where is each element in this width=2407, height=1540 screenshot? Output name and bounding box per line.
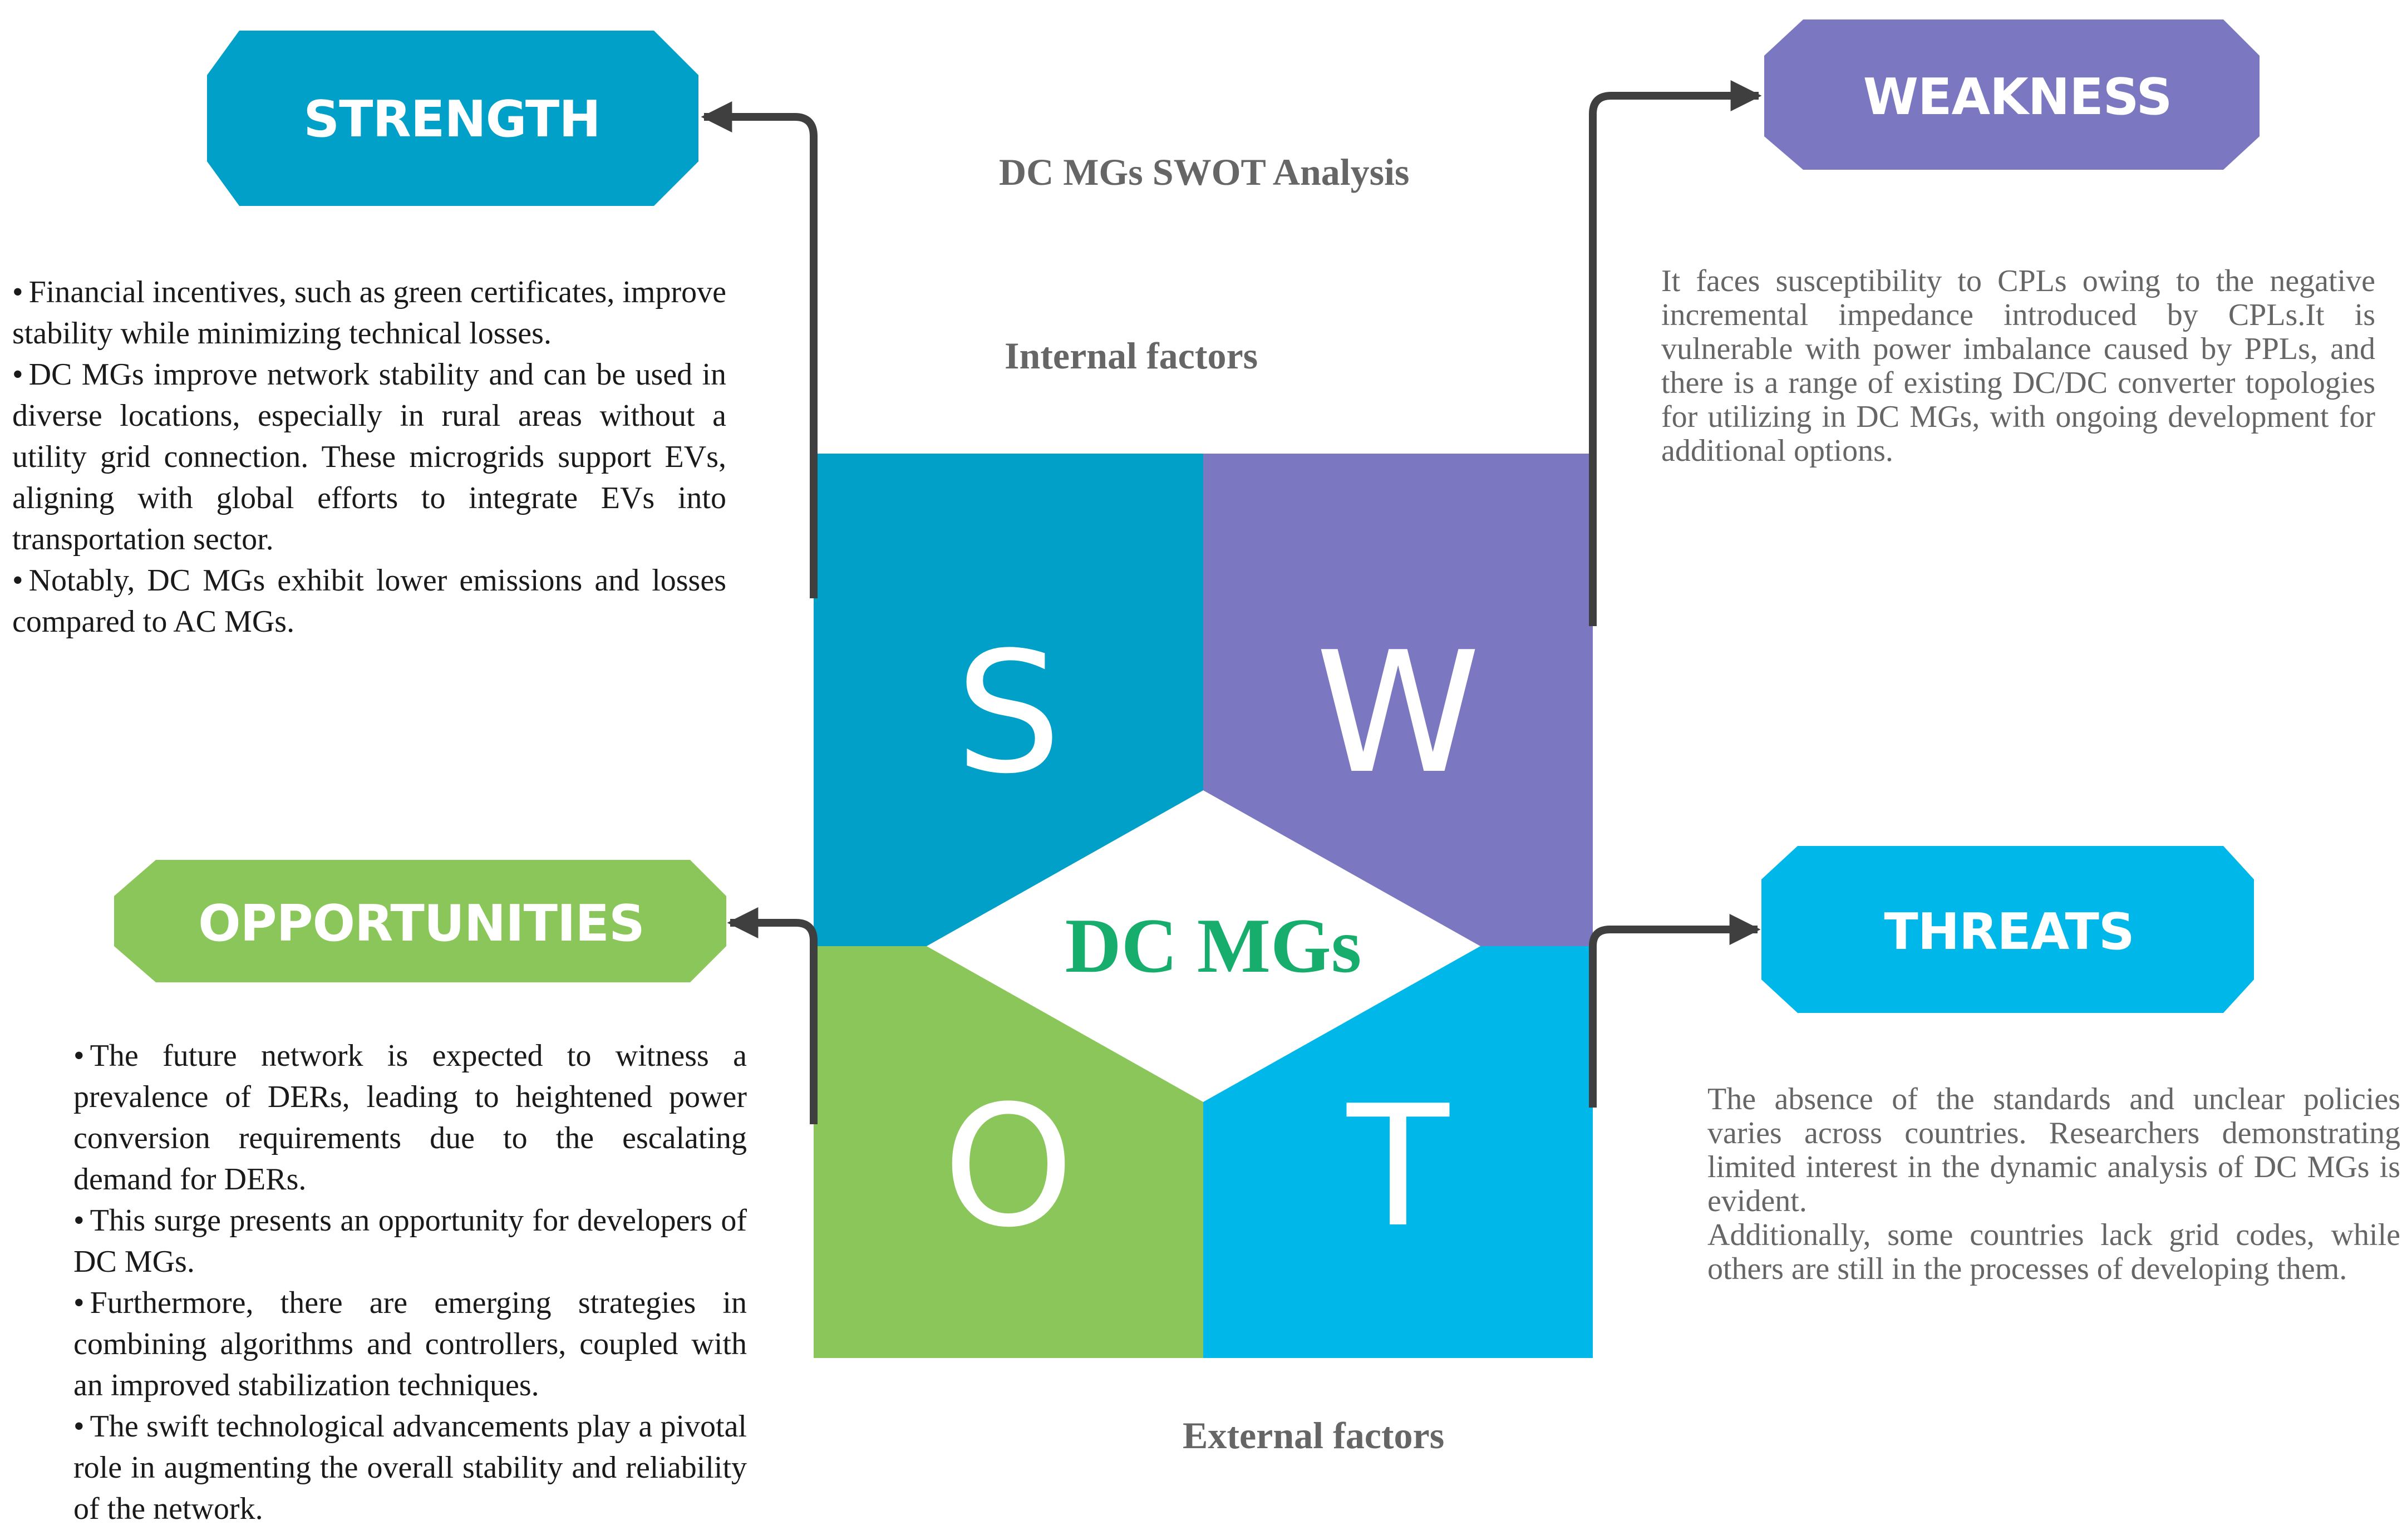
strength-arrow: [701, 101, 818, 598]
bullet-icon: •: [12, 563, 23, 598]
weakness-header-label: WEAKNESS: [1863, 68, 2172, 126]
strength-point: •Financial incentives, such as green cer…: [12, 275, 726, 351]
letter-o: O: [943, 1070, 1074, 1264]
bullet-icon: •: [73, 1286, 85, 1320]
opportunities-wedge: [814, 946, 1203, 1358]
threats-header-label: THREATS: [1884, 903, 2134, 961]
strength-point: •DC MGs improve network stability and ca…: [12, 357, 726, 557]
threats-text: The absence of the standards and unclear…: [1707, 1083, 2400, 1286]
diagram-title: DC MGs SWOT Analysis: [999, 151, 1410, 193]
strength-header: [207, 31, 698, 206]
threats-arrow: [1589, 914, 1761, 1108]
weakness-text: It faces susceptibility to CPLs owing to…: [1661, 264, 2375, 468]
letter-t: T: [1345, 1070, 1451, 1264]
opportunities-header-label: OPPORTUNITIES: [198, 894, 644, 953]
bullet-icon: •: [73, 1203, 85, 1238]
opportunities-point: •The future network is expected to witne…: [73, 1039, 747, 1197]
bullet-icon: •: [12, 357, 23, 392]
threats-header: [1761, 846, 2254, 1013]
bullet-icon: •: [12, 275, 23, 309]
strength-point: •Notably, DC MGs exhibit lower emissions…: [12, 563, 726, 639]
weakness-header: [1764, 19, 2260, 170]
opportunities-text: •The future network is expected to witne…: [73, 1035, 747, 1529]
threats-paragraph: The absence of the standards and unclear…: [1707, 1082, 2400, 1218]
external-factors-label: External factors: [1183, 1414, 1445, 1457]
threats-wedge: [1203, 946, 1593, 1358]
opportunities-header: [114, 860, 726, 982]
strength-text: •Financial incentives, such as green cer…: [12, 272, 726, 642]
opportunities-point: •This surge presents an opportunity for …: [73, 1203, 747, 1279]
strength-header-label: STRENGTH: [303, 90, 600, 149]
internal-factors-label: Internal factors: [1005, 334, 1258, 377]
opportunities-point: •The swift technological advancements pl…: [73, 1409, 747, 1526]
opportunities-point: •Furthermore, there are emerging strateg…: [73, 1286, 747, 1403]
bullet-icon: •: [73, 1039, 85, 1073]
letter-w: W: [1316, 616, 1481, 810]
threats-paragraph: Additionally, some countries lack grid c…: [1707, 1218, 2400, 1286]
opportunities-arrow: [727, 907, 818, 1124]
center-diamond: [927, 790, 1480, 1102]
weakness-arrow: [1589, 80, 1762, 626]
center-label: DC MGs: [1065, 903, 1362, 989]
bullet-icon: •: [73, 1409, 85, 1444]
letter-s: S: [956, 616, 1061, 810]
weakness-paragraph: It faces susceptibility to CPLs owing to…: [1661, 264, 2375, 468]
